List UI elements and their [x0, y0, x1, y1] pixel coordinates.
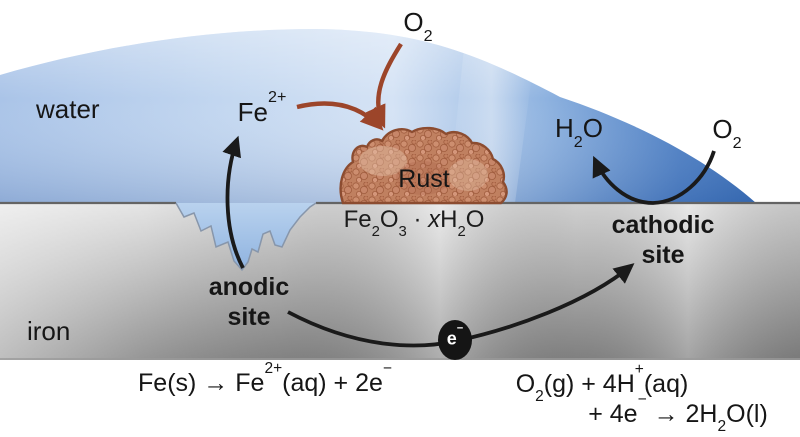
o2-gas-label-right: O2	[712, 114, 742, 152]
pit-to-fe2-arrow	[222, 135, 245, 269]
anodic-site-line2: site	[227, 303, 271, 331]
rust-mound-texture	[340, 128, 507, 203]
rust-formula-label: Fe2O3 · xH2O	[343, 206, 485, 241]
anodic-site-line1: anodic	[208, 273, 290, 301]
iron-slab-sheen	[0, 203, 800, 360]
h2o-label: H2O	[555, 113, 603, 151]
corrosion-pit-outline	[175, 202, 317, 272]
cathodic-site-line1: cathodic	[611, 211, 715, 239]
rust-mound-outline	[339, 126, 508, 205]
cathodic-half-equation-line2: + 4e− → 2H2O(l)	[588, 391, 768, 436]
iron-label: iron	[27, 316, 71, 346]
cathodic-half-equation-line1: O2(g) + 4H+(aq)	[515, 361, 689, 406]
cathodic-site-line2: site	[641, 241, 685, 269]
corrosion-pit	[176, 203, 316, 270]
electron-label: e−	[446, 322, 464, 349]
water-label: water	[36, 94, 100, 124]
o2-gas-label-top: O2	[403, 7, 433, 45]
anodic-site-label: anodic site	[209, 272, 290, 332]
rust-light-patch	[448, 159, 488, 191]
rust-dark-patch	[396, 161, 450, 195]
rust-mound	[339, 126, 508, 205]
rust-label: Rust	[398, 165, 450, 193]
fe2-to-rust-arrow	[296, 101, 384, 131]
anodic-half-equation: Fe(s) → Fe2+(aq) + 2e−	[138, 360, 392, 397]
cathodic-site-label: cathodic site	[612, 210, 715, 270]
fe2-ion-label: Fe2+	[237, 88, 287, 127]
rust-light-patch	[359, 146, 407, 176]
o2-to-h2o-arrow	[592, 150, 716, 205]
electron-circle	[438, 320, 472, 360]
